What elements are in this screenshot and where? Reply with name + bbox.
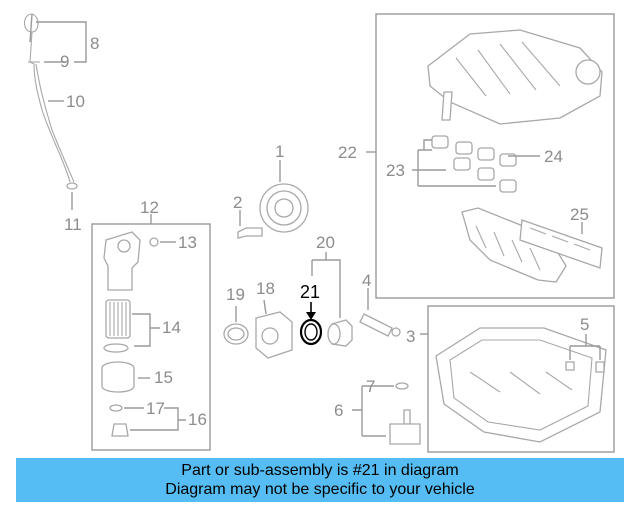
dipstick-assembly — [23, 13, 87, 210]
label-20: 20 — [316, 233, 335, 252]
label-12: 12 — [140, 198, 159, 217]
label-19: 19 — [226, 285, 245, 304]
label-21-highlighted: 21 — [300, 282, 320, 302]
label-4: 4 — [362, 271, 371, 290]
oil-pan-group — [420, 305, 615, 453]
label-9: 9 — [60, 52, 69, 71]
parts-diagram: 8 9 10 11 12 13 14 15 16 17 — [23, 13, 615, 453]
banner-line-2: Diagram may not be specific to your vehi… — [165, 481, 475, 498]
label-5: 5 — [580, 315, 589, 334]
label-13: 13 — [178, 233, 197, 252]
label-10: 10 — [66, 92, 85, 111]
info-banner: Part or sub-assembly is #21 in diagram D… — [16, 458, 624, 502]
label-1: 1 — [275, 142, 284, 161]
oil-level-sensor-group — [352, 382, 421, 445]
crank-pulley-group — [237, 160, 309, 239]
label-8: 8 — [90, 34, 99, 53]
label-17: 17 — [146, 399, 165, 418]
seal-group — [223, 252, 353, 359]
label-2: 2 — [233, 193, 242, 212]
sensor-group — [359, 288, 401, 337]
label-24: 24 — [544, 147, 563, 166]
intake-manifold-group — [366, 13, 615, 299]
label-14: 14 — [162, 318, 181, 337]
oil-filter-group — [91, 214, 211, 451]
label-16: 16 — [188, 410, 207, 429]
label-15: 15 — [154, 368, 173, 387]
label-6: 6 — [334, 401, 343, 420]
banner-line-1: Part or sub-assembly is #21 in diagram — [181, 462, 459, 479]
label-23: 23 — [386, 161, 405, 180]
label-18: 18 — [256, 279, 275, 298]
label-7: 7 — [366, 377, 375, 396]
label-3: 3 — [406, 327, 415, 346]
label-22: 22 — [338, 143, 357, 162]
label-11: 11 — [64, 215, 82, 234]
label-25: 25 — [570, 205, 589, 224]
